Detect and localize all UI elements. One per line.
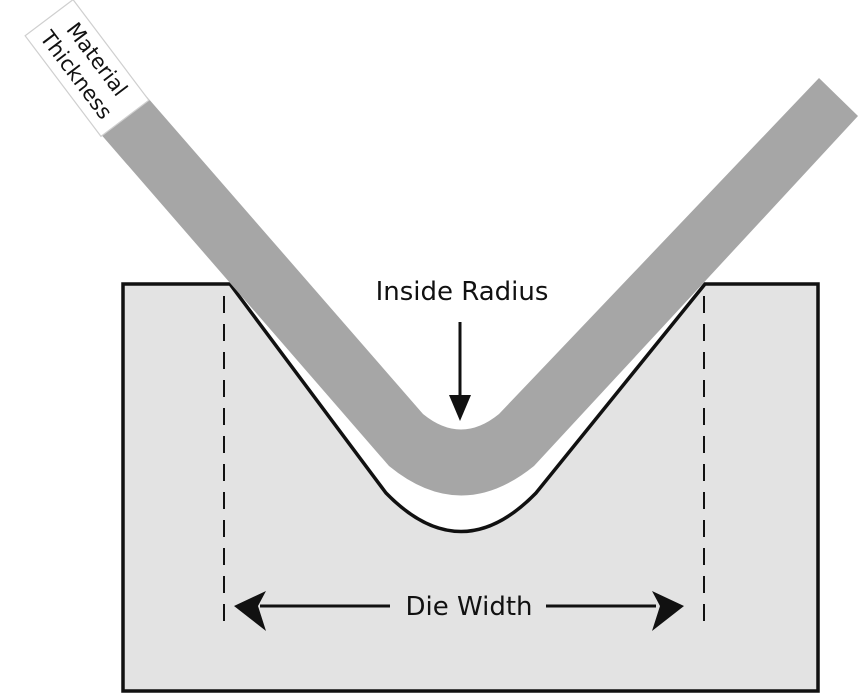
die-width-arrowhead-right bbox=[652, 591, 684, 631]
die-width-label: Die Width bbox=[405, 592, 532, 622]
die-block bbox=[121, 282, 820, 693]
inside-radius-label: Inside Radius bbox=[376, 277, 549, 307]
inside-radius-arrowhead bbox=[449, 395, 471, 421]
bent-sheet-material bbox=[92, 78, 858, 496]
die-width-arrowhead-left bbox=[234, 591, 266, 631]
